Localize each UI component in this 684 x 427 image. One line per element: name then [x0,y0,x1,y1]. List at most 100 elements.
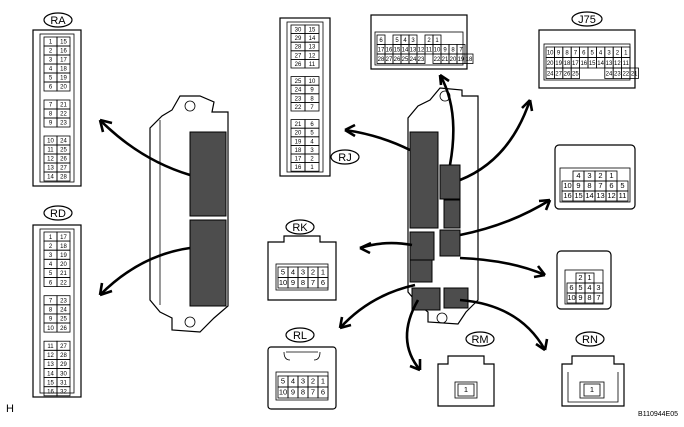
pin-number: 10 [309,79,316,85]
pin-number: 31 [60,380,67,386]
pin-number: 4 [587,283,591,292]
pin-cell [304,102,320,112]
pin-number: 14 [309,36,316,42]
pin-number: 27 [555,71,562,77]
pin-number: 17 [60,235,67,241]
pin-number: 12 [309,53,316,59]
pin-cell [317,386,329,399]
pin-number: 20 [295,131,302,137]
pin-cell [416,53,426,64]
pin-number: 8 [587,181,591,190]
pin-number: 21 [60,103,67,109]
pin-number: 8 [565,50,569,56]
pin-number: 24 [410,57,417,63]
pin-number: 2 [578,273,582,282]
left-ecu-body [149,95,229,333]
pin-cell [56,322,71,333]
pin-number: 22 [295,105,302,111]
pin-number: 19 [295,139,302,145]
pin-number: 17 [378,47,385,53]
arrow-to-top [438,74,455,166]
pin-number: 9 [49,121,53,127]
pin-number: 14 [47,371,54,377]
pin-number: 16 [47,389,54,395]
pin-number: 11 [619,191,627,200]
pin-number: 11 [426,47,433,53]
pin-number: 5 [591,50,595,56]
pin-number: 15 [309,28,316,34]
pin-number: 1 [464,385,468,394]
pin-number: 6 [609,181,613,190]
pin-number: 9 [49,317,53,323]
pin-number: 6 [379,38,383,44]
connector-j75-label: J75 [578,14,596,26]
pin-number: 9 [443,47,447,53]
pin-number: 24 [60,308,67,314]
arrow-to-rl [339,283,416,329]
pin-number: 5 [395,38,399,44]
pin-number: 4 [576,171,580,180]
pin-number: 28 [60,175,67,181]
pin-number: 18 [60,244,67,250]
pin-number: 3 [411,38,415,44]
pin-number: 16 [295,165,302,171]
pin-number: 12 [418,47,425,53]
pin-number: 7 [49,103,53,109]
pin-cell [56,117,71,128]
pin-number: 10 [47,326,54,332]
connector-rm-pins: 1 [457,383,475,397]
pin-number: 22 [434,57,441,63]
pin-number: 10 [279,278,287,287]
pin-number: 4 [49,67,53,73]
pin-number: 26 [60,157,67,163]
pin-number: 7 [310,105,314,111]
pin-number: 16 [580,61,587,67]
pin-number: 23 [60,298,67,304]
pin-number: 8 [587,293,591,302]
pin-number: 24 [295,88,302,94]
pin-number: 2 [310,157,314,163]
pin-number: 13 [309,45,316,51]
pin-number: 19 [60,76,67,82]
pin-number: 32 [60,389,67,395]
pin-number: 16 [60,49,67,55]
pin-number: 6 [321,388,325,397]
pin-number: 7 [49,298,53,304]
pin-cell [570,67,581,79]
pin-cell [304,162,320,172]
right-ecu-body [407,87,479,325]
pin-number: 2 [616,50,620,56]
pin-number: 22 [60,112,67,118]
pin-number: 29 [60,362,67,368]
pin-number: 14 [585,191,593,200]
pin-number: 8 [310,96,314,102]
pin-number: 7 [574,50,578,56]
connector-rk-label: RK [292,222,308,234]
pin-number: 18 [466,57,473,63]
pin-number: 3 [587,171,591,180]
pin-number: 17 [60,58,67,64]
pin-number: 19 [458,57,465,63]
pin-number: 4 [291,267,295,276]
pin-number: 13 [596,191,604,200]
pin-number: 19 [60,253,67,259]
pin-number: 2 [427,38,431,44]
pin-number: 20 [60,85,67,91]
pin-number: 23 [418,57,425,63]
pin-cell [56,81,71,92]
pin-number: 29 [295,36,302,42]
pin-number: 2 [311,377,315,386]
pin-cell [317,277,329,289]
pin-number: 22 [60,280,67,286]
pin-number: 18 [295,148,302,154]
connector-rn-pins: 1 [583,383,601,397]
pin-number: 27 [295,53,302,59]
